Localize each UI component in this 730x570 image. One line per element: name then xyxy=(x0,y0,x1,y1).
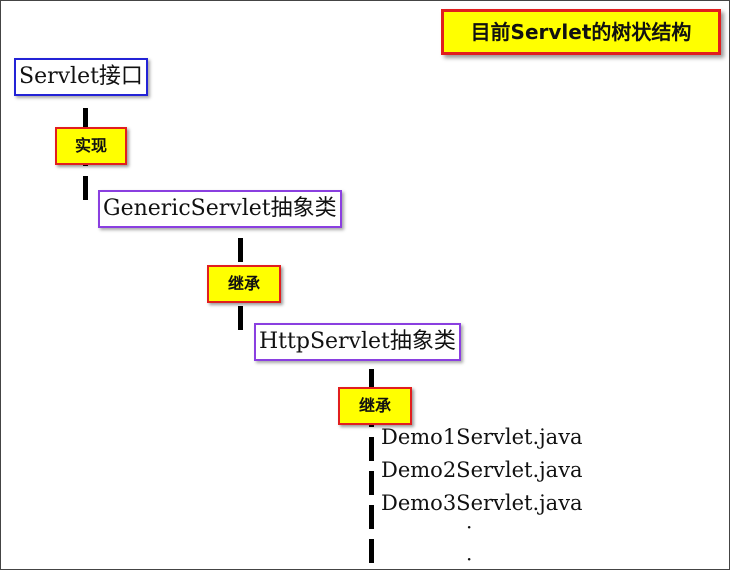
servlet-interface-node: Servlet接口 xyxy=(14,58,148,96)
diagram-title: 目前Servlet的树状结构 xyxy=(441,9,721,55)
implements-label: 实现 xyxy=(55,127,127,165)
subclass-item-3: Demo3Servlet.java xyxy=(381,491,583,515)
ellipsis-dot-1: · xyxy=(466,515,473,539)
extends-connector-2 xyxy=(369,369,374,569)
generic-servlet-node: GenericServlet抽象类 xyxy=(98,190,342,228)
http-servlet-node: HttpServlet抽象类 xyxy=(254,323,461,361)
ellipsis-dot-2: · xyxy=(466,547,473,570)
subclass-item-1: Demo1Servlet.java xyxy=(381,425,583,449)
extends-label-2: 继承 xyxy=(338,387,412,425)
subclass-item-2: Demo2Servlet.java xyxy=(381,458,583,482)
extends-label-1: 继承 xyxy=(207,265,281,303)
